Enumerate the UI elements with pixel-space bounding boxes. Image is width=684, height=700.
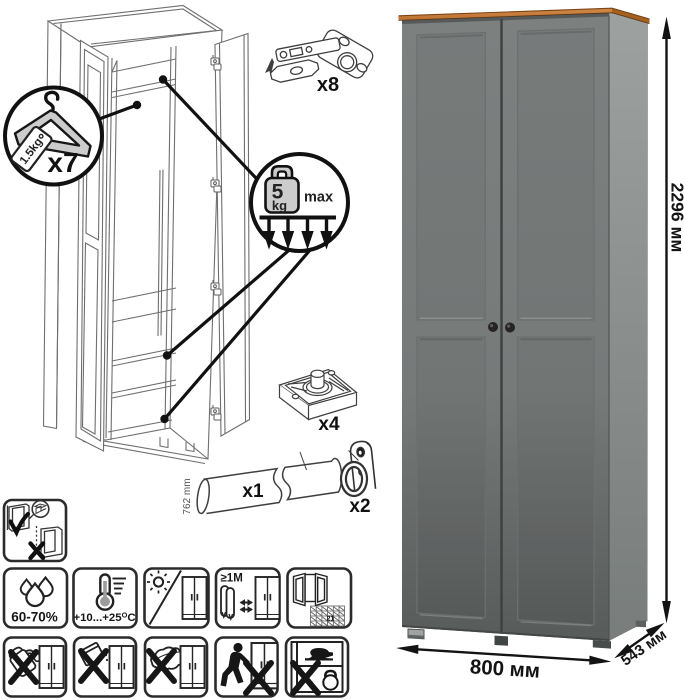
svg-text:≥1M: ≥1M: [221, 573, 243, 585]
svg-text:kg: kg: [272, 198, 287, 213]
svg-text:2296 мм: 2296 мм: [668, 183, 684, 253]
svg-text:5: 5: [272, 181, 284, 204]
svg-text:21: 21: [327, 616, 335, 623]
svg-text:x8: x8: [317, 74, 339, 96]
svg-text:60-70%: 60-70%: [11, 610, 58, 625]
svg-text:x2: x2: [349, 496, 370, 517]
svg-text:max: max: [304, 190, 333, 206]
svg-text:800 мм: 800 мм: [469, 655, 541, 682]
svg-text:+10...+25OC: +10...+25OC: [73, 610, 135, 624]
svg-text:x7: x7: [47, 147, 78, 178]
svg-text:762 mm: 762 mm: [182, 478, 193, 514]
svg-text:x1: x1: [242, 481, 264, 502]
svg-text:x4: x4: [318, 414, 340, 435]
